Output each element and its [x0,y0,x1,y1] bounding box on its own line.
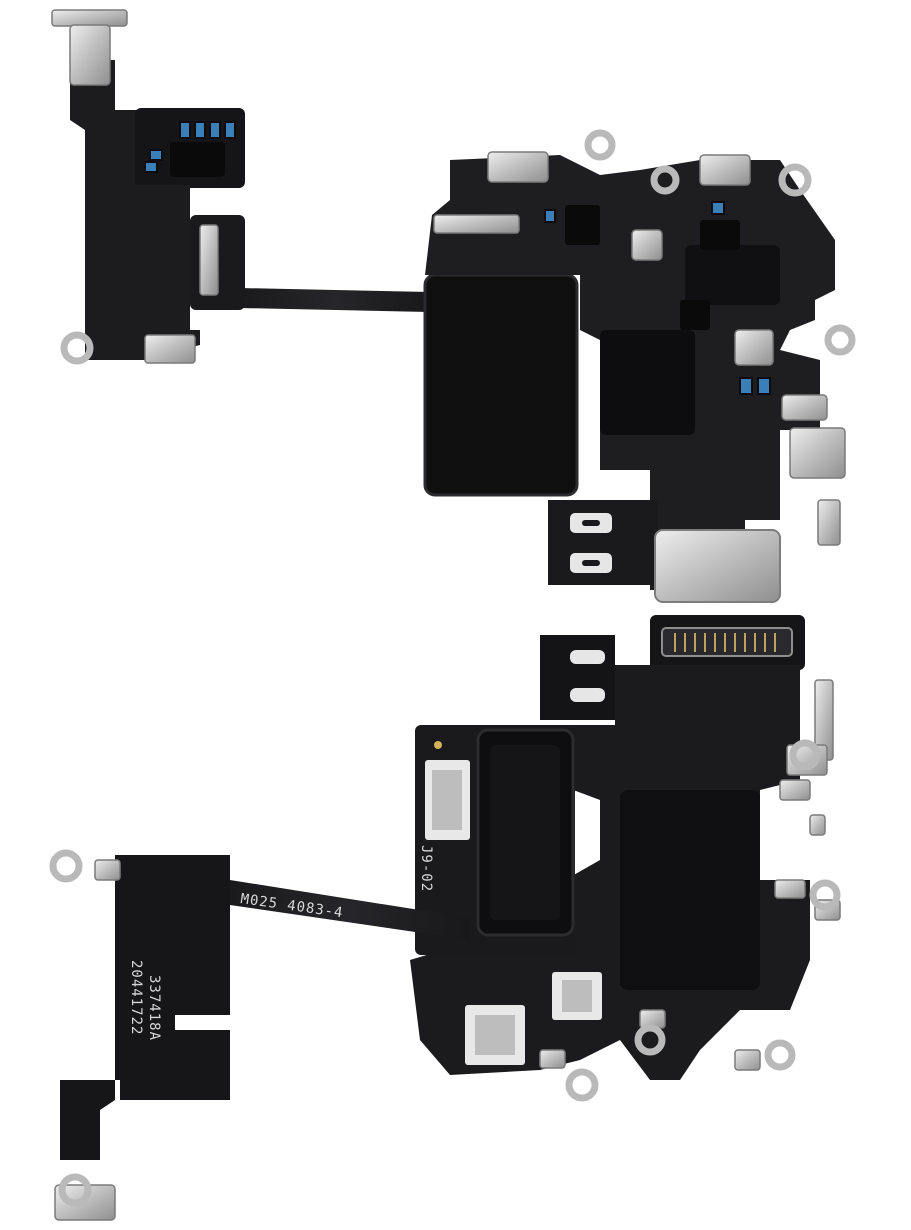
top-metal-shield [654,529,781,603]
top-flex-assembly [51,9,856,603]
top-flex-ribbon [240,288,430,312]
data-matrix-labels [425,760,602,1065]
bottom-left-panel [60,855,230,1160]
part-number-text: 337418A [146,975,162,1041]
bottom-flex-assembly: 337418A 20441722 M025 4083-4 J9-02 [49,615,841,1221]
top-metal-clips [51,9,846,546]
top-ring-terminals [60,129,856,365]
date-code-text: 20441722 [128,960,144,1035]
bottom-flex-ribbon [230,880,470,940]
top-ics [170,142,740,330]
top-black-pad [423,273,579,497]
board-to-board-connector [661,627,793,657]
side-code-text: J9-02 [418,845,434,892]
bottom-slot-tab [540,635,615,720]
bottom-ring-terminals [49,739,841,1207]
